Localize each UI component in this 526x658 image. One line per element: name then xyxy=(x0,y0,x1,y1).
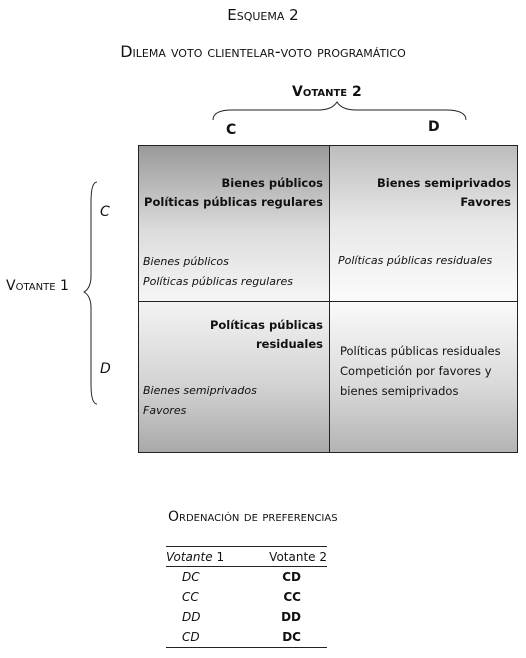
voter2-preference: DD xyxy=(281,610,301,624)
horizontal-brace xyxy=(212,101,467,121)
cell-cd: Bienes semiprivados Favores Políticas pú… xyxy=(330,146,517,302)
preference-row: CD DC xyxy=(166,627,327,648)
preferences-header-row: Votante 1 Votante 2 xyxy=(166,546,327,567)
cell-dd-payoff: Políticas públicas residuales Competició… xyxy=(340,341,501,401)
column-label-d: D xyxy=(428,119,440,135)
voter1-preference: CD xyxy=(166,627,247,648)
payoff-line: Competición por favores y xyxy=(340,364,492,378)
payoff-line: Bienes públicos xyxy=(143,255,229,268)
payoff-line: Políticas públicas residuales xyxy=(338,254,493,267)
voter2-preference: CD xyxy=(282,570,301,584)
preferences-title: Ordenación de preferencias xyxy=(168,509,338,525)
voter2-header: Votante 2 xyxy=(246,546,327,567)
voter2-preference: CC xyxy=(283,590,301,604)
column-label-c: C xyxy=(226,122,237,138)
cell-cd-voter1-payoff: Políticas públicas residuales xyxy=(338,251,492,271)
cell-cc-voter2-payoff: Bienes públicos Políticas públicas regul… xyxy=(144,174,323,212)
payoff-line: Favores xyxy=(143,404,187,417)
cell-cc: Bienes públicos Políticas públicas regul… xyxy=(139,146,330,302)
scheme-subtitle: Dilema voto clientelar-voto programático xyxy=(120,42,406,61)
payoff-line: Políticas públicas regulares xyxy=(144,195,323,209)
cell-dc-voter1-payoff: Bienes semiprivados Favores xyxy=(143,381,257,421)
voter1-header: Votante 1 xyxy=(166,546,247,567)
vertical-brace xyxy=(82,181,98,405)
voter1-label: Votante 1 xyxy=(6,278,69,294)
cell-cd-voter2-payoff: Bienes semiprivados Favores xyxy=(377,174,511,212)
payoff-line: Favores xyxy=(460,195,511,209)
voter2-label: Votante 2 xyxy=(292,84,362,100)
cell-dd: Políticas públicas residuales Competició… xyxy=(330,302,517,452)
cell-dc-voter2-payoff: Políticas públicas residuales xyxy=(139,316,323,354)
row-label-c: C xyxy=(100,204,110,220)
payoff-matrix: Bienes públicos Políticas públicas regul… xyxy=(138,145,518,453)
voter2-preference: DC xyxy=(246,627,327,648)
scheme-title: Esquema 2 xyxy=(227,6,299,24)
preference-row: DC CD xyxy=(166,567,327,588)
preference-row: CC CC xyxy=(166,587,327,607)
payoff-line: Políticas públicas residuales xyxy=(209,318,323,351)
cell-dc: Políticas públicas residuales Bienes sem… xyxy=(139,302,330,452)
payoff-line: bienes semiprivados xyxy=(340,384,459,398)
payoff-line: Políticas públicas residuales xyxy=(340,344,501,358)
cell-cc-voter1-payoff: Bienes públicos Políticas públicas regul… xyxy=(143,252,293,292)
voter1-preference: CC xyxy=(182,590,199,604)
voter1-preference: DD xyxy=(182,610,201,624)
payoff-line: Bienes semiprivados xyxy=(377,176,511,190)
payoff-line: Bienes públicos xyxy=(221,176,323,190)
payoff-line: Bienes semiprivados xyxy=(143,384,257,397)
payoff-line: Políticas públicas regulares xyxy=(143,275,293,288)
voter1-preference: DC xyxy=(182,570,200,584)
row-label-d: D xyxy=(100,361,111,377)
preferences-table: Votante 1 Votante 2 DC CD CC CC DD DD CD… xyxy=(166,546,327,648)
preference-row: DD DD xyxy=(166,607,327,627)
